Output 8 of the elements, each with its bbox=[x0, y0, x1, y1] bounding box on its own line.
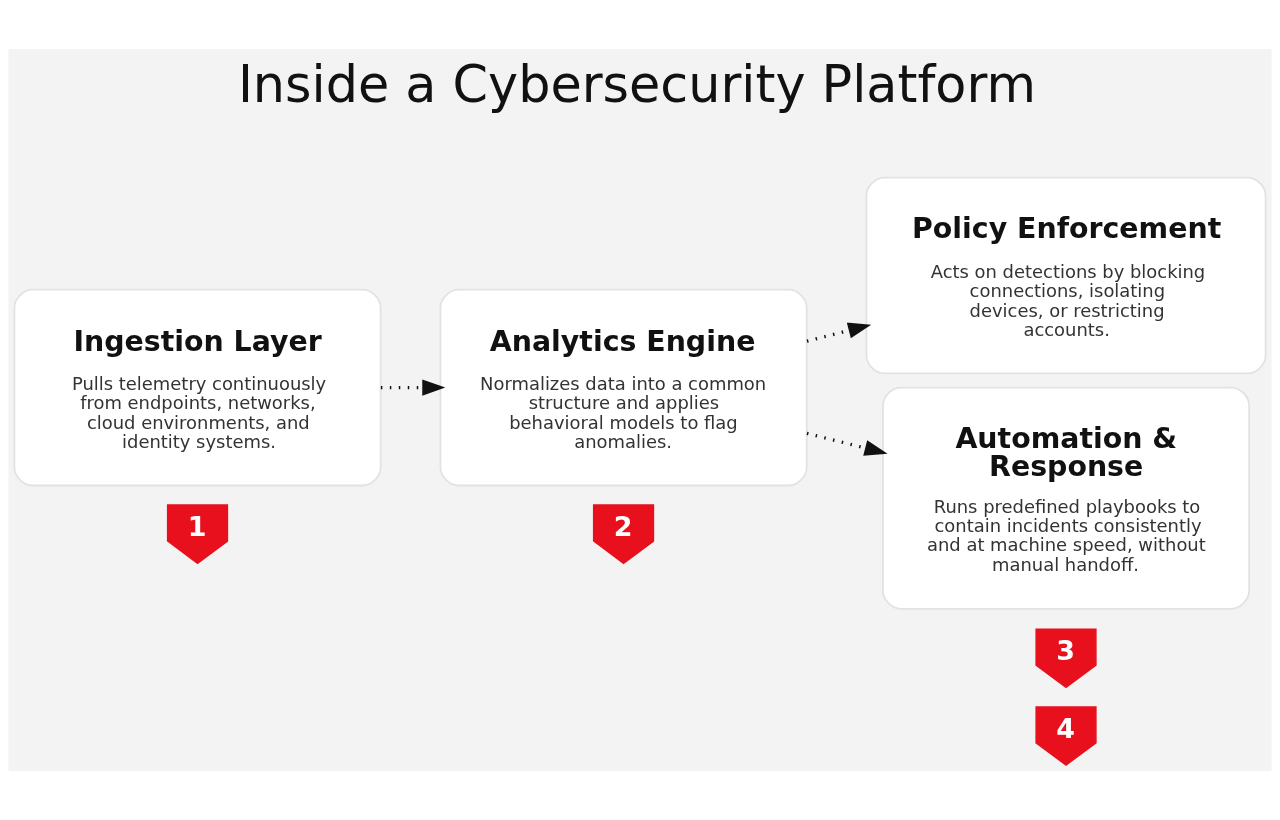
node-box: Analytics Engine Normalizes data into a common structure and applies behavioral models to flag anomalies. bbox=[439, 288, 808, 487]
node-box: Ingestion Layer Pulls telemetry continuously from endpoints, networks, cloud environments, and identity systems. bbox=[13, 288, 382, 487]
node-box: Automation & Response Runs predefined playbooks to contain incidents consistently and at machine speed, without manual handoff. bbox=[882, 386, 1251, 610]
arrow bbox=[806, 431, 888, 456]
arrow bbox=[806, 322, 872, 343]
node-box: Policy Enforcement Acts on detections by blocking connections, isolating devices, or restricting accounts. bbox=[865, 176, 1267, 375]
arrow bbox=[380, 379, 446, 396]
diagram-title: Inside a Cybersecurity Platform bbox=[237, 54, 1036, 114]
